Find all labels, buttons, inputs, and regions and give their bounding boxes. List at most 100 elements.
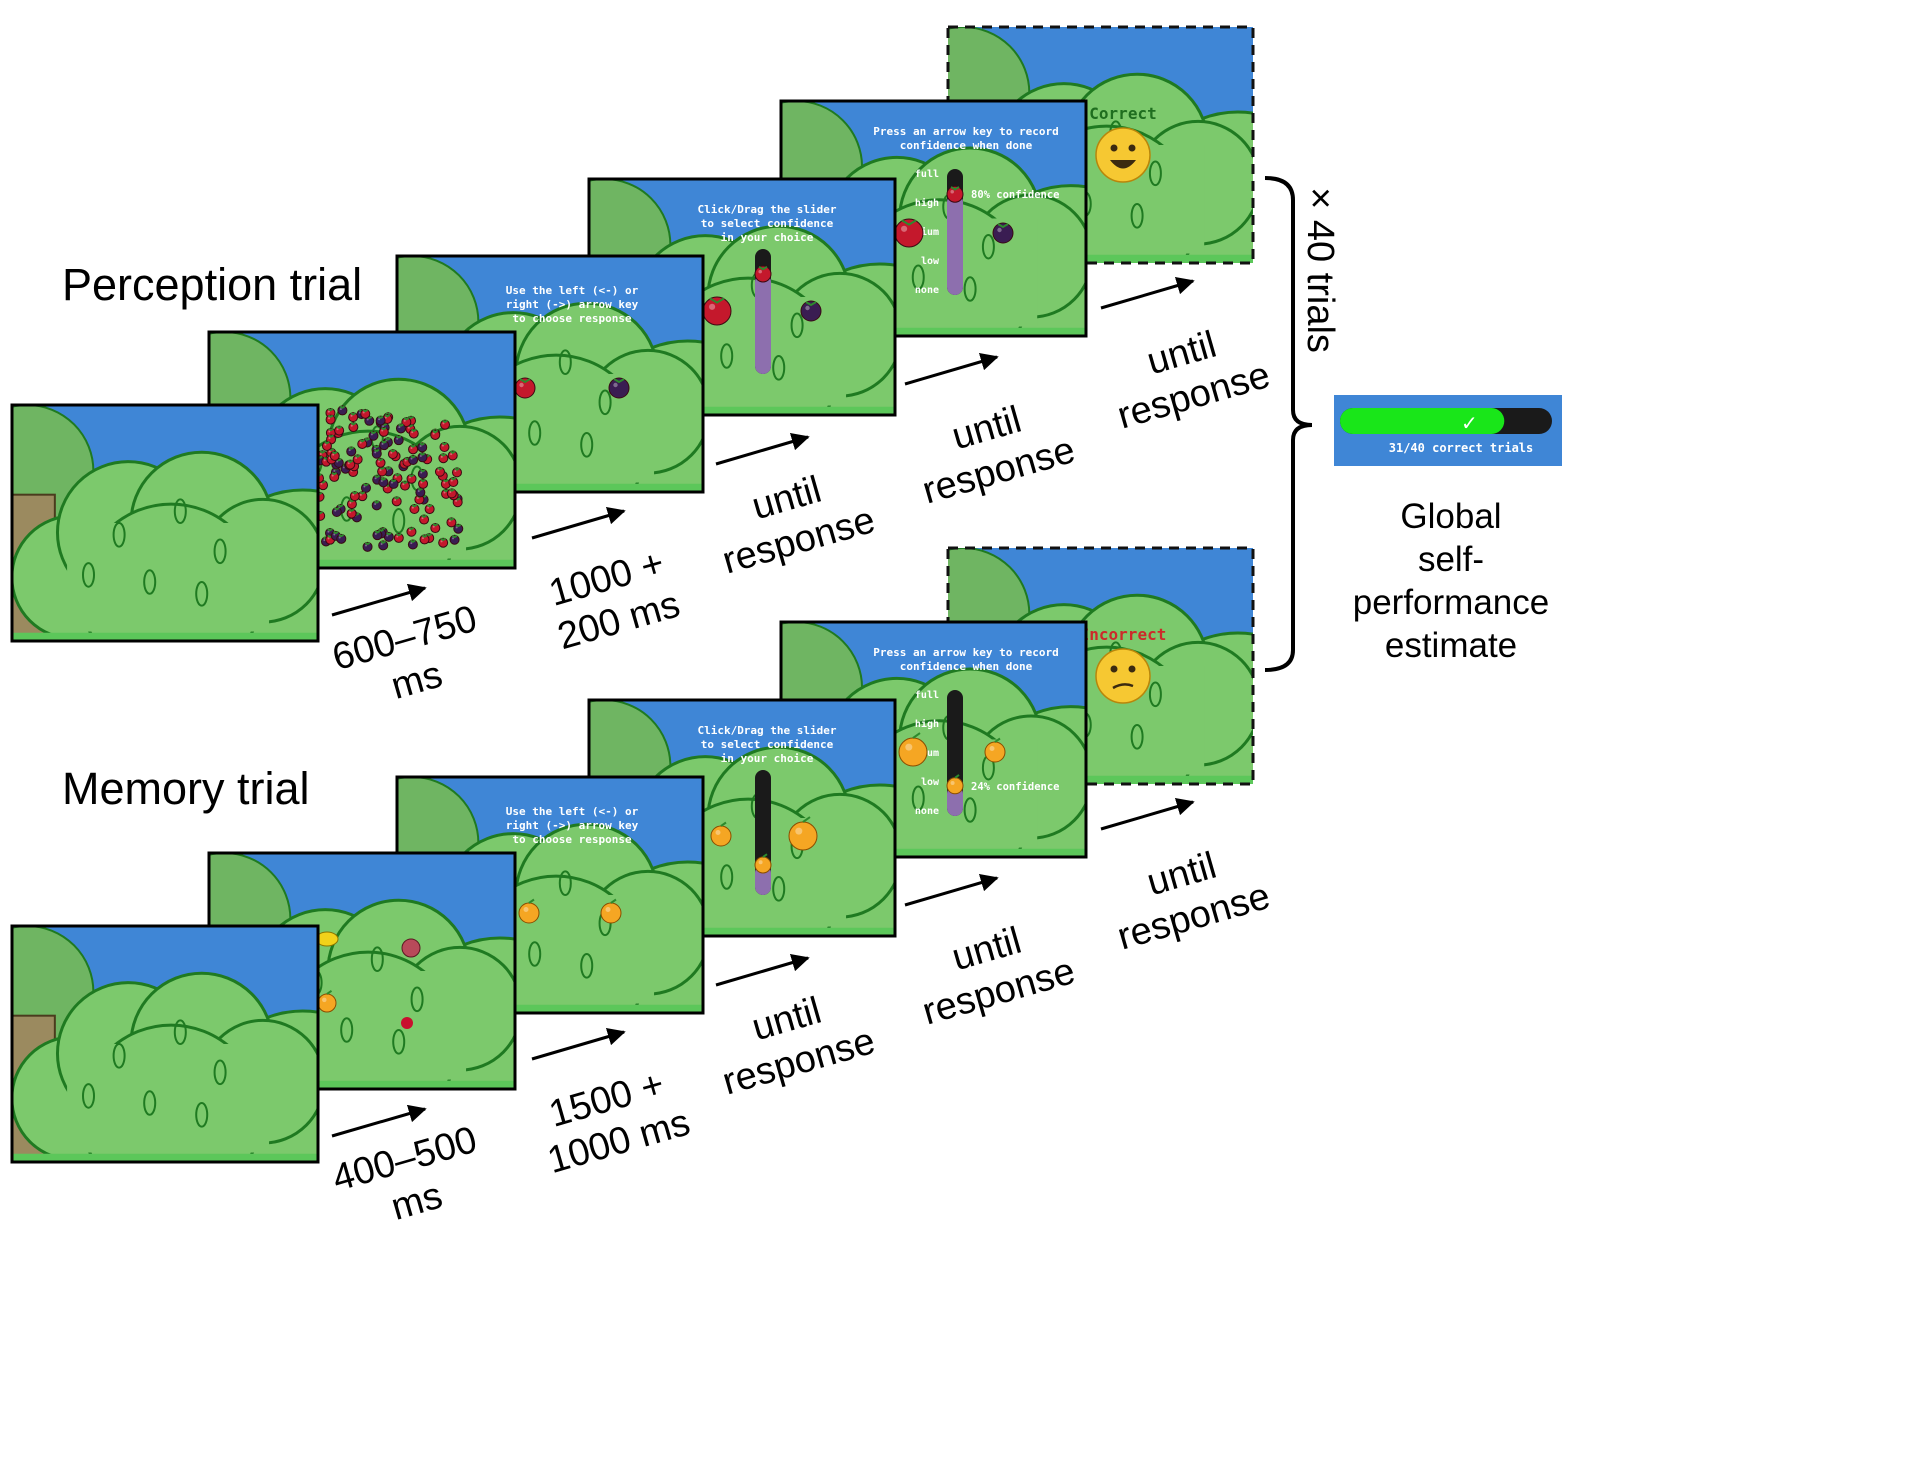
berry-icon [800, 300, 822, 322]
berry-icon [439, 442, 450, 453]
berry-icon [346, 446, 357, 457]
leaf-icon [1148, 160, 1162, 187]
berry-icon [453, 523, 464, 534]
ground [209, 1080, 515, 1089]
berry-icon [408, 428, 419, 439]
confidence-slider-fill [947, 785, 963, 816]
instruction-line: Click/Drag the slider [697, 724, 836, 737]
berry-icon [424, 504, 435, 515]
perception-frame-fixation [10, 403, 320, 643]
feedback-text: Incorrect [1080, 625, 1167, 644]
berry-icon [352, 454, 363, 465]
confidence-level-label: full [915, 690, 939, 701]
leaf-icon [580, 432, 594, 458]
main-bush [12, 450, 318, 641]
berry-icon [438, 453, 449, 464]
instruction-line: confidence when done [900, 139, 1033, 152]
memory-duration-label: 1500 +1000 ms [543, 1063, 695, 1182]
leaf-icon [558, 349, 572, 376]
orange-icon [600, 898, 622, 924]
perception-arrow [904, 352, 999, 386]
instruction-line: Use the left (<-) or [506, 284, 639, 297]
ground [397, 483, 703, 492]
confidence-level-label: low [921, 777, 940, 788]
ground [781, 327, 1086, 336]
berry-icon [329, 471, 340, 482]
orange-icon [788, 816, 818, 851]
leaf-icon [213, 538, 227, 565]
berry-icon [360, 482, 371, 493]
berry-icon [337, 405, 348, 416]
berry-icon [321, 440, 332, 451]
repeat-label: × 40 trials [1299, 187, 1341, 353]
berry-icon [378, 540, 389, 551]
game-screen [12, 405, 318, 641]
instruction-line: to choose response [512, 833, 632, 846]
ground [12, 1153, 318, 1162]
berry-icon [430, 523, 441, 534]
global-progress-panel: ✓31/40 correct trials [1334, 395, 1562, 466]
instruction-line: right (->) arrow key [506, 819, 639, 832]
leaf-icon [981, 233, 995, 260]
berry-icon [393, 532, 404, 543]
instruction-line: in your choice [721, 752, 814, 765]
leaf-icon [790, 312, 804, 339]
memory-arrow [331, 1104, 427, 1138]
game-screen [12, 926, 318, 1162]
berry-icon [345, 459, 356, 470]
berry-icon [346, 508, 357, 519]
confidence-slider-fill [947, 194, 963, 295]
leaf-icon [143, 1090, 157, 1116]
ground [12, 632, 318, 641]
berry-icon [419, 514, 430, 525]
berry-icon [418, 478, 429, 489]
leaf-icon [963, 276, 977, 302]
leaf-icon [720, 864, 734, 890]
confidence-readout: 24% confidence [971, 781, 1060, 793]
confidence-level-label: high [915, 718, 939, 730]
leaf-icon [173, 498, 187, 525]
berry-icon [331, 506, 342, 517]
berry-icon [451, 467, 462, 478]
berry-icon [375, 457, 386, 468]
leaf-icon [213, 1059, 227, 1086]
global-estimate-label: performance [1353, 583, 1549, 622]
berry-icon [387, 449, 398, 460]
leaf-icon [580, 953, 594, 979]
berry-icon [368, 430, 379, 441]
progress-fill [1340, 408, 1505, 434]
berry-icon [417, 468, 428, 479]
berry-icon [379, 440, 390, 451]
leaf-icon [195, 581, 209, 607]
berry-icon [440, 419, 451, 430]
berry-icon [449, 534, 460, 545]
confidence-readout: 80% confidence [971, 189, 1060, 201]
perception-trial-title: Perception trial [62, 259, 362, 310]
leaf-icon [598, 389, 612, 416]
instruction-line: Use the left (<-) or [506, 805, 639, 818]
leaf-icon [173, 1019, 187, 1045]
perception-arrow [531, 506, 626, 540]
leaf-icon [112, 1043, 126, 1069]
leaf-icon [112, 522, 126, 548]
trial-bracket [1264, 176, 1313, 672]
confidence-level-label: full [915, 169, 939, 180]
slider-thumb-icon [754, 853, 772, 874]
leaf-icon [81, 1083, 96, 1109]
grapes-icon [401, 938, 421, 958]
leaf-icon [143, 569, 157, 595]
progress-text: 31/40 correct trials [1389, 441, 1534, 455]
instruction-line: Press an arrow key to record [873, 646, 1058, 659]
perception-arrow [715, 432, 810, 466]
berry-icon [360, 408, 371, 419]
orange-icon [984, 737, 1006, 763]
berry-icon [408, 444, 419, 455]
berry-icon [415, 487, 426, 498]
leaf-icon [558, 870, 572, 897]
berry-icon [388, 478, 399, 489]
berry-icon [348, 412, 359, 423]
leaf-icon [528, 420, 542, 446]
